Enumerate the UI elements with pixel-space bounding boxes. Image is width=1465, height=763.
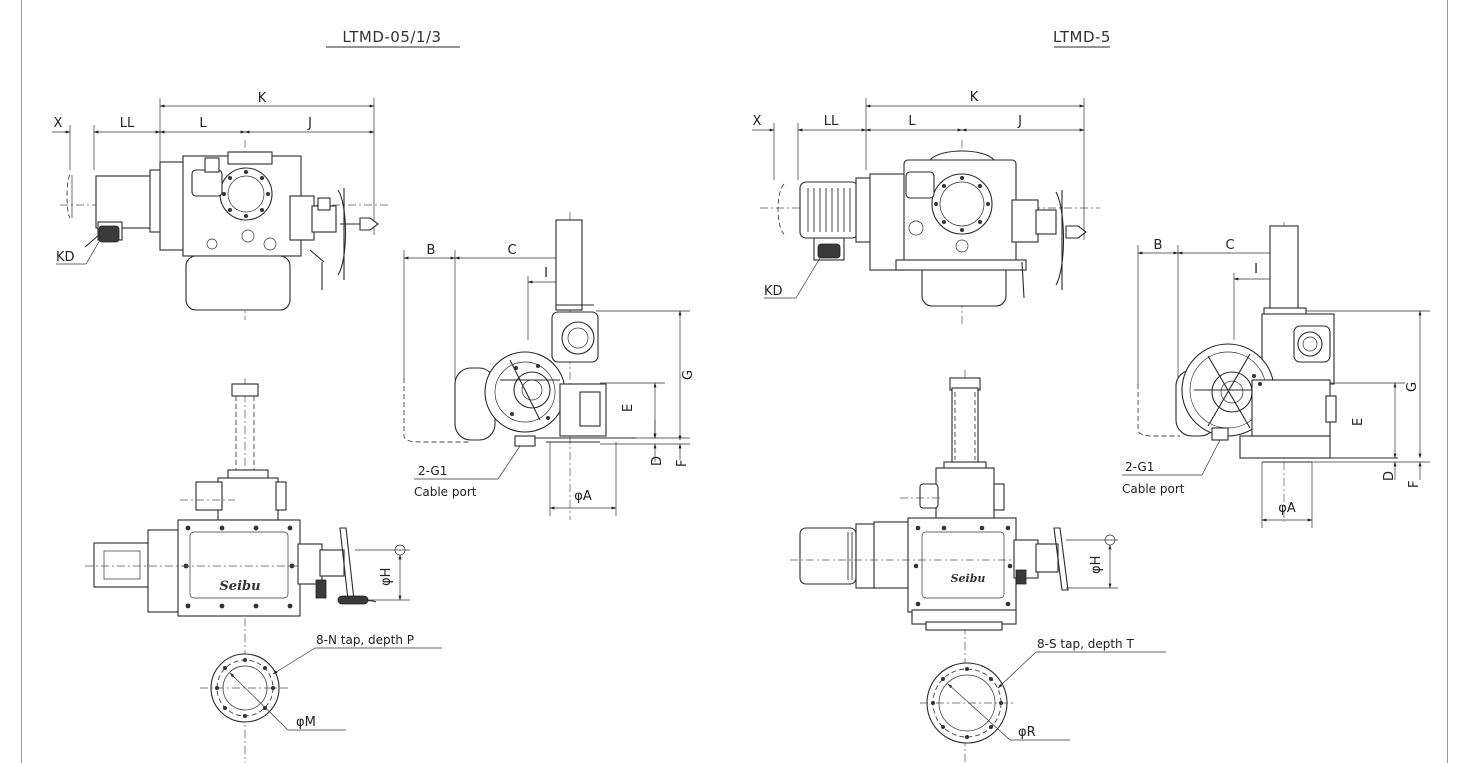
right-kd-box (817, 243, 841, 259)
drawing-frame (21, 0, 1448, 763)
left-dim-e: E (621, 404, 636, 412)
right-view: LTMD-5 K X LL L J (752, 28, 1430, 763)
right-dim-phi-h: φH (1089, 556, 1104, 574)
right-side-view: B C I (1122, 222, 1430, 528)
right-dim-x: X (753, 114, 762, 129)
right-dim-g: G (1405, 382, 1420, 392)
right-top-dimensions: K X LL L J (752, 90, 1085, 240)
right-dim-ll: LL (824, 114, 839, 129)
right-flange-dia: φR (1018, 725, 1036, 740)
right-flange: φR 8-S tap, depth T (920, 637, 1166, 744)
right-dim-kd: KD (764, 284, 783, 299)
right-dim-f: F (1407, 481, 1422, 488)
right-front-view: Seibu φH (790, 370, 1118, 763)
left-kd-box (98, 225, 120, 243)
right-dim-k: K (970, 90, 979, 105)
right-cable-port-code: 2-G1 (1125, 460, 1154, 474)
left-top-dimensions: K X LL L J (52, 91, 375, 235)
left-dim-phi-h: φH (379, 568, 394, 586)
right-dim-d: D (1382, 471, 1397, 481)
left-dim-k: K (258, 91, 267, 106)
left-flange-dia: φM (296, 715, 316, 730)
left-view-title: LTMD-05/1/3 (342, 28, 441, 46)
right-dim-e: E (1351, 418, 1366, 426)
left-dim-i: I (544, 266, 548, 281)
left-tap-note: 8-N tap, depth P (316, 633, 414, 647)
left-dim-c: C (507, 243, 516, 258)
left-cable-port-code: 2-G1 (418, 464, 447, 478)
left-side-view: B C I G (403, 212, 696, 520)
left-dim-d: D (650, 456, 665, 466)
right-cable-port-label: Cable port (1122, 482, 1185, 496)
right-top-view: KD (760, 140, 1100, 325)
right-dim-phi-a: φA (1278, 501, 1296, 516)
right-dim-l: L (908, 114, 916, 129)
left-dim-kd: KD (56, 250, 75, 265)
left-cable-port-label: Cable port (414, 485, 477, 499)
left-flange: φM 8-N tap, depth P (200, 633, 442, 731)
left-dim-b: B (427, 243, 436, 258)
left-view: LTMD-05/1/3 K X LL L J (52, 28, 696, 763)
left-nameplate: Seibu (219, 579, 260, 594)
right-nameplate: Seibu (951, 572, 986, 585)
left-dim-phi-a: φA (574, 489, 592, 504)
right-view-title: LTMD-5 (1053, 28, 1111, 46)
right-dim-c: C (1225, 238, 1234, 253)
left-dim-j: J (307, 116, 312, 131)
left-dim-l: L (199, 116, 207, 131)
left-dim-g: G (681, 370, 696, 380)
right-tap-note: 8-S tap, depth T (1037, 637, 1134, 651)
left-top-view: KD (56, 140, 390, 320)
right-dim-j: J (1017, 114, 1022, 129)
left-dim-f: F (675, 460, 690, 467)
right-motor-fins (807, 188, 851, 232)
right-dim-i: I (1254, 262, 1258, 277)
left-dim-x: X (54, 116, 63, 131)
right-dim-b: B (1154, 238, 1163, 253)
left-dim-ll: LL (120, 116, 135, 131)
left-front-view: Seibu φH (85, 378, 410, 763)
